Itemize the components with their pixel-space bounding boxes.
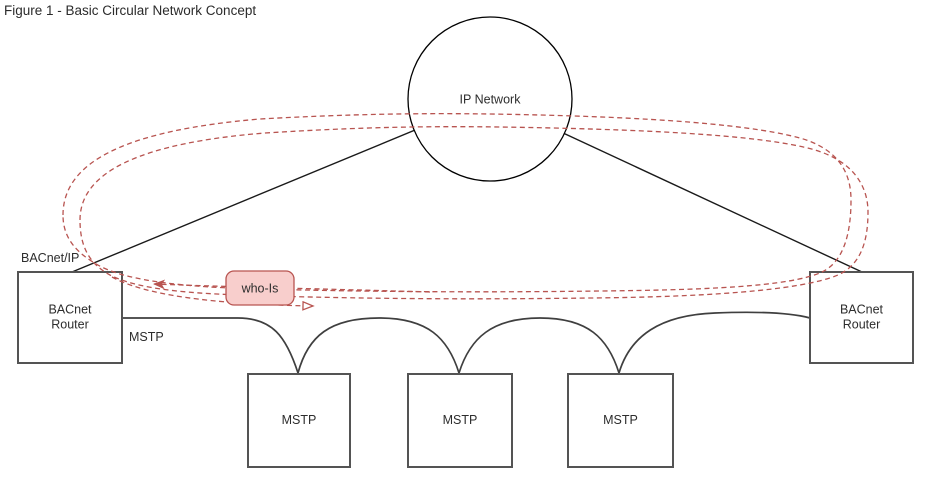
right-router-label-line2: Router	[843, 318, 881, 332]
left-bacnet-router-node: BACnet Router	[17, 271, 123, 364]
bacnet-ip-label: BACnet/IP	[21, 251, 79, 265]
mstp-bus-label: MSTP	[129, 330, 164, 344]
circular-loop-inner	[79, 126, 869, 300]
mstp-label-3: MSTP	[603, 413, 638, 427]
left-router-label-line1: BACnet	[48, 303, 92, 317]
ip-network-node	[407, 16, 573, 182]
mstp-node-1: MSTP	[247, 373, 351, 468]
who-is-box	[225, 270, 295, 306]
mstp-node-3: MSTP	[567, 373, 674, 468]
loop-arrow-rightward	[111, 276, 315, 311]
who-is-label: who-Is	[241, 282, 279, 296]
ip-network-label: IP Network	[460, 93, 522, 107]
figure-title: Figure 1 - Basic Circular Network Concep…	[4, 3, 256, 18]
right-router-label-line1: BACnet	[840, 303, 884, 317]
mstp-box-3	[567, 373, 674, 468]
mstp-label-2: MSTP	[443, 413, 478, 427]
who-is-badge: who-Is	[225, 270, 295, 306]
left-bacnet-router-box	[17, 271, 123, 364]
mstp-label-1: MSTP	[282, 413, 317, 427]
left-router-label-line2: Router	[51, 318, 89, 332]
mstp-node-2: MSTP	[407, 373, 513, 468]
right-bacnet-router-node: BACnet Router	[809, 271, 914, 364]
mstp-box-2	[407, 373, 513, 468]
right-bacnet-router-box	[809, 271, 914, 364]
mstp-box-1	[247, 373, 351, 468]
mstp-bus-line	[122, 311, 811, 376]
